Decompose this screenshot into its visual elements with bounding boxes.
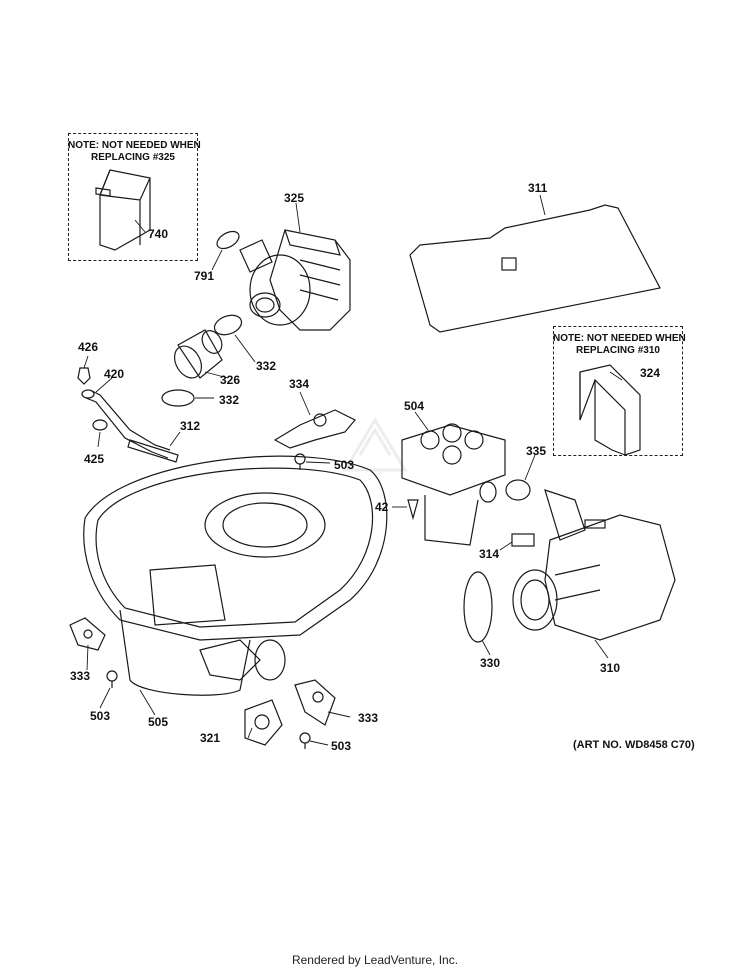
label-332-upper[interactable]: 332 — [256, 359, 277, 373]
label-310[interactable]: 310 — [600, 661, 621, 675]
label-425[interactable]: 425 — [84, 452, 105, 466]
part-425-grommet — [92, 419, 108, 431]
part-334-bracket — [273, 409, 356, 449]
label-332-lower[interactable]: 332 — [219, 393, 240, 407]
label-420[interactable]: 420 — [104, 367, 125, 381]
part-314-pad — [511, 533, 535, 547]
label-333-left[interactable]: 333 — [70, 669, 91, 683]
label-325[interactable]: 325 — [284, 191, 305, 205]
label-333-right[interactable]: 333 — [358, 711, 379, 725]
label-326[interactable]: 326 — [220, 373, 241, 387]
part-740-cover — [95, 169, 151, 251]
label-503-b[interactable]: 503 — [90, 709, 111, 723]
watermark-logo — [342, 417, 408, 472]
label-311[interactable]: 311 — [528, 181, 548, 195]
note-box-left — [68, 133, 198, 261]
part-333-bracket-left — [69, 617, 106, 651]
part-326-hose — [173, 329, 223, 379]
label-42[interactable]: 42 — [375, 500, 389, 514]
label-330[interactable]: 330 — [480, 656, 501, 670]
part-325-drain-pump — [239, 229, 351, 331]
label-335[interactable]: 335 — [526, 444, 547, 458]
part-321-sensor — [244, 699, 283, 746]
label-314[interactable]: 314 — [479, 547, 500, 561]
part-504-diverter — [401, 423, 506, 546]
label-334[interactable]: 334 — [289, 377, 310, 391]
part-330-clamp — [463, 571, 493, 643]
label-312[interactable]: 312 — [180, 419, 201, 433]
label-505[interactable]: 505 — [148, 715, 169, 729]
part-426-screw — [77, 367, 91, 385]
label-321[interactable]: 321 — [200, 731, 221, 745]
part-503-screw-c — [299, 732, 311, 749]
part-311-sheet — [409, 204, 661, 333]
label-503-a[interactable]: 503 — [334, 458, 355, 472]
part-335-clamp — [505, 479, 531, 501]
label-324[interactable]: 324 — [640, 366, 661, 380]
part-310-motor — [512, 489, 676, 641]
label-426[interactable]: 426 — [78, 340, 99, 354]
part-505-tub-base — [83, 455, 388, 696]
label-503-c[interactable]: 503 — [331, 739, 352, 753]
art-number: (ART NO. WD8458 C70) — [573, 739, 695, 751]
label-791[interactable]: 791 — [194, 269, 215, 283]
label-504[interactable]: 504 — [404, 399, 425, 413]
part-312-tube — [127, 439, 179, 463]
note-left-line2: REPLACING #325 — [91, 152, 175, 163]
note-left-line1: NOTE: NOT NEEDED WHEN — [68, 140, 201, 151]
note-right-line2: REPLACING #310 — [576, 345, 660, 356]
part-333-bracket-right — [294, 679, 336, 726]
part-503-screw-b — [106, 670, 118, 688]
label-740[interactable]: 740 — [148, 227, 169, 241]
part-420-hose — [81, 389, 171, 459]
note-right-line1: NOTE: NOT NEEDED WHEN — [553, 333, 686, 344]
part-332-clamp-lower — [161, 389, 195, 407]
footer-credit: Rendered by LeadVenture, Inc. — [291, 953, 459, 967]
leader-lines — [83, 194, 623, 746]
part-791-ring — [216, 230, 240, 250]
part-42-screw — [407, 499, 419, 521]
note-box-right — [553, 326, 683, 456]
part-332-clamp-upper — [213, 314, 243, 336]
